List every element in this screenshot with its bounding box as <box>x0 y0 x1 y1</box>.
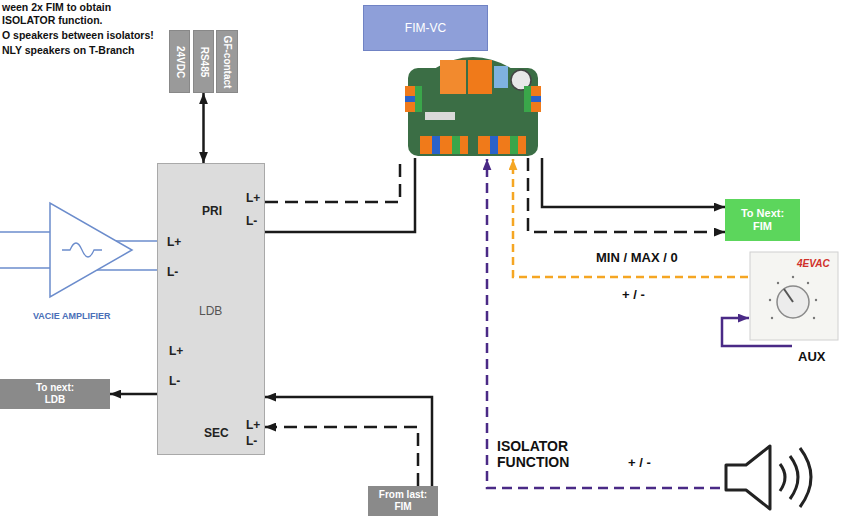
relay <box>440 60 466 94</box>
output-wire <box>116 240 157 242</box>
board-group: FIM-VC <box>360 5 545 158</box>
signal-connector <box>528 158 725 232</box>
sound-wave <box>790 456 798 499</box>
terminal <box>452 136 460 154</box>
terminal-label: L- <box>167 264 178 280</box>
next-ldb-box: To next: LDB <box>0 379 110 409</box>
box-label: 24VDC <box>174 45 186 77</box>
signal-name: AUX <box>798 349 825 364</box>
terminal-label: L- <box>169 373 180 389</box>
fim-board <box>405 57 541 156</box>
signal-name: MIN / MAX / 0 <box>596 250 678 265</box>
terminal <box>415 86 422 112</box>
interface-tab: RS485 <box>193 30 214 93</box>
signal-connector <box>265 158 415 232</box>
dial-tick <box>769 299 771 301</box>
polarity-label: + / - <box>622 287 645 302</box>
next-fim-box: To Next: FIM <box>725 199 800 241</box>
box-label: From last: FIM <box>373 489 433 513</box>
note-text: ISOLATOR function. <box>2 14 103 27</box>
interface-tab: 24VDC <box>169 30 190 93</box>
box-label: To Next: FIM <box>737 207 789 233</box>
input-wire <box>0 231 50 233</box>
terminal <box>510 136 518 154</box>
amplifier-triangle <box>50 203 132 297</box>
terminal <box>405 86 415 112</box>
box-label: To next: LDB <box>29 382 81 406</box>
terminal <box>478 136 526 154</box>
signal-connector <box>110 393 157 396</box>
signal-connector <box>202 93 205 163</box>
sound-wave <box>780 464 785 491</box>
dial-tick <box>777 282 779 284</box>
component <box>425 112 455 120</box>
knob-pointer <box>784 289 793 302</box>
terminal <box>531 86 541 112</box>
terminal-label: LDB <box>199 303 222 319</box>
terminal <box>490 136 498 154</box>
signal-connector <box>542 158 725 207</box>
signal-connector <box>265 158 400 202</box>
note-text: NLY speakers on T-Branch <box>2 44 134 57</box>
speaker-wire <box>487 159 720 488</box>
ldb-box: L+PRIL-L+L-LDBL+L-L+SECL- <box>157 163 265 455</box>
control-wire <box>513 159 748 277</box>
relay <box>468 60 492 94</box>
speaker-body <box>726 446 770 509</box>
board-title: FIM-VC <box>363 5 488 51</box>
box-label: RS485 <box>198 46 210 77</box>
signal-connector <box>265 427 418 486</box>
note-text: ween 2x FIM to obtain <box>2 1 111 14</box>
terminal <box>432 136 440 154</box>
dial-tick <box>813 317 815 319</box>
speaker-symbol <box>726 446 811 509</box>
terminal-label: L- <box>246 433 257 449</box>
dial-tick <box>807 282 809 284</box>
terminal <box>420 136 468 154</box>
output-wire <box>97 269 157 271</box>
dial-tick <box>771 317 773 319</box>
function-label: ISOLATOR FUNCTION <box>497 438 589 470</box>
aux-wire <box>722 318 792 346</box>
signal-connector <box>265 397 432 486</box>
terminal-label: PRI <box>202 203 222 219</box>
sound-wave <box>800 448 811 507</box>
control-plate <box>750 252 838 340</box>
caption-text: VACIE AMPLIFIER <box>33 311 111 322</box>
terminal-label: L+ <box>169 343 183 359</box>
brand-logo: 4EVAC <box>797 258 830 270</box>
terminal-label: L+ <box>167 234 181 250</box>
terminal-label: L+ <box>246 190 260 206</box>
volume-control <box>750 252 838 340</box>
terminal <box>405 96 415 102</box>
box-label: GF-contact <box>221 35 233 88</box>
terminal <box>531 96 541 102</box>
control-knob <box>777 286 809 318</box>
note-text: O speakers between isolators! <box>2 29 154 42</box>
amplifier-symbol <box>0 203 157 297</box>
terminal <box>524 86 531 112</box>
capacitor-block <box>494 66 508 88</box>
polarity-label: + / - <box>628 455 651 470</box>
input-wire <box>0 267 50 269</box>
dial-tick <box>792 276 794 278</box>
terminal-label: SEC <box>204 425 229 441</box>
terminal-label: L+ <box>246 417 260 433</box>
terminal-label: L- <box>246 213 257 229</box>
filter-symbol <box>62 243 102 257</box>
interface-tab: GF-contact <box>216 30 238 93</box>
last-fim-box: From last: FIM <box>368 486 438 516</box>
dial-tick <box>815 299 817 301</box>
